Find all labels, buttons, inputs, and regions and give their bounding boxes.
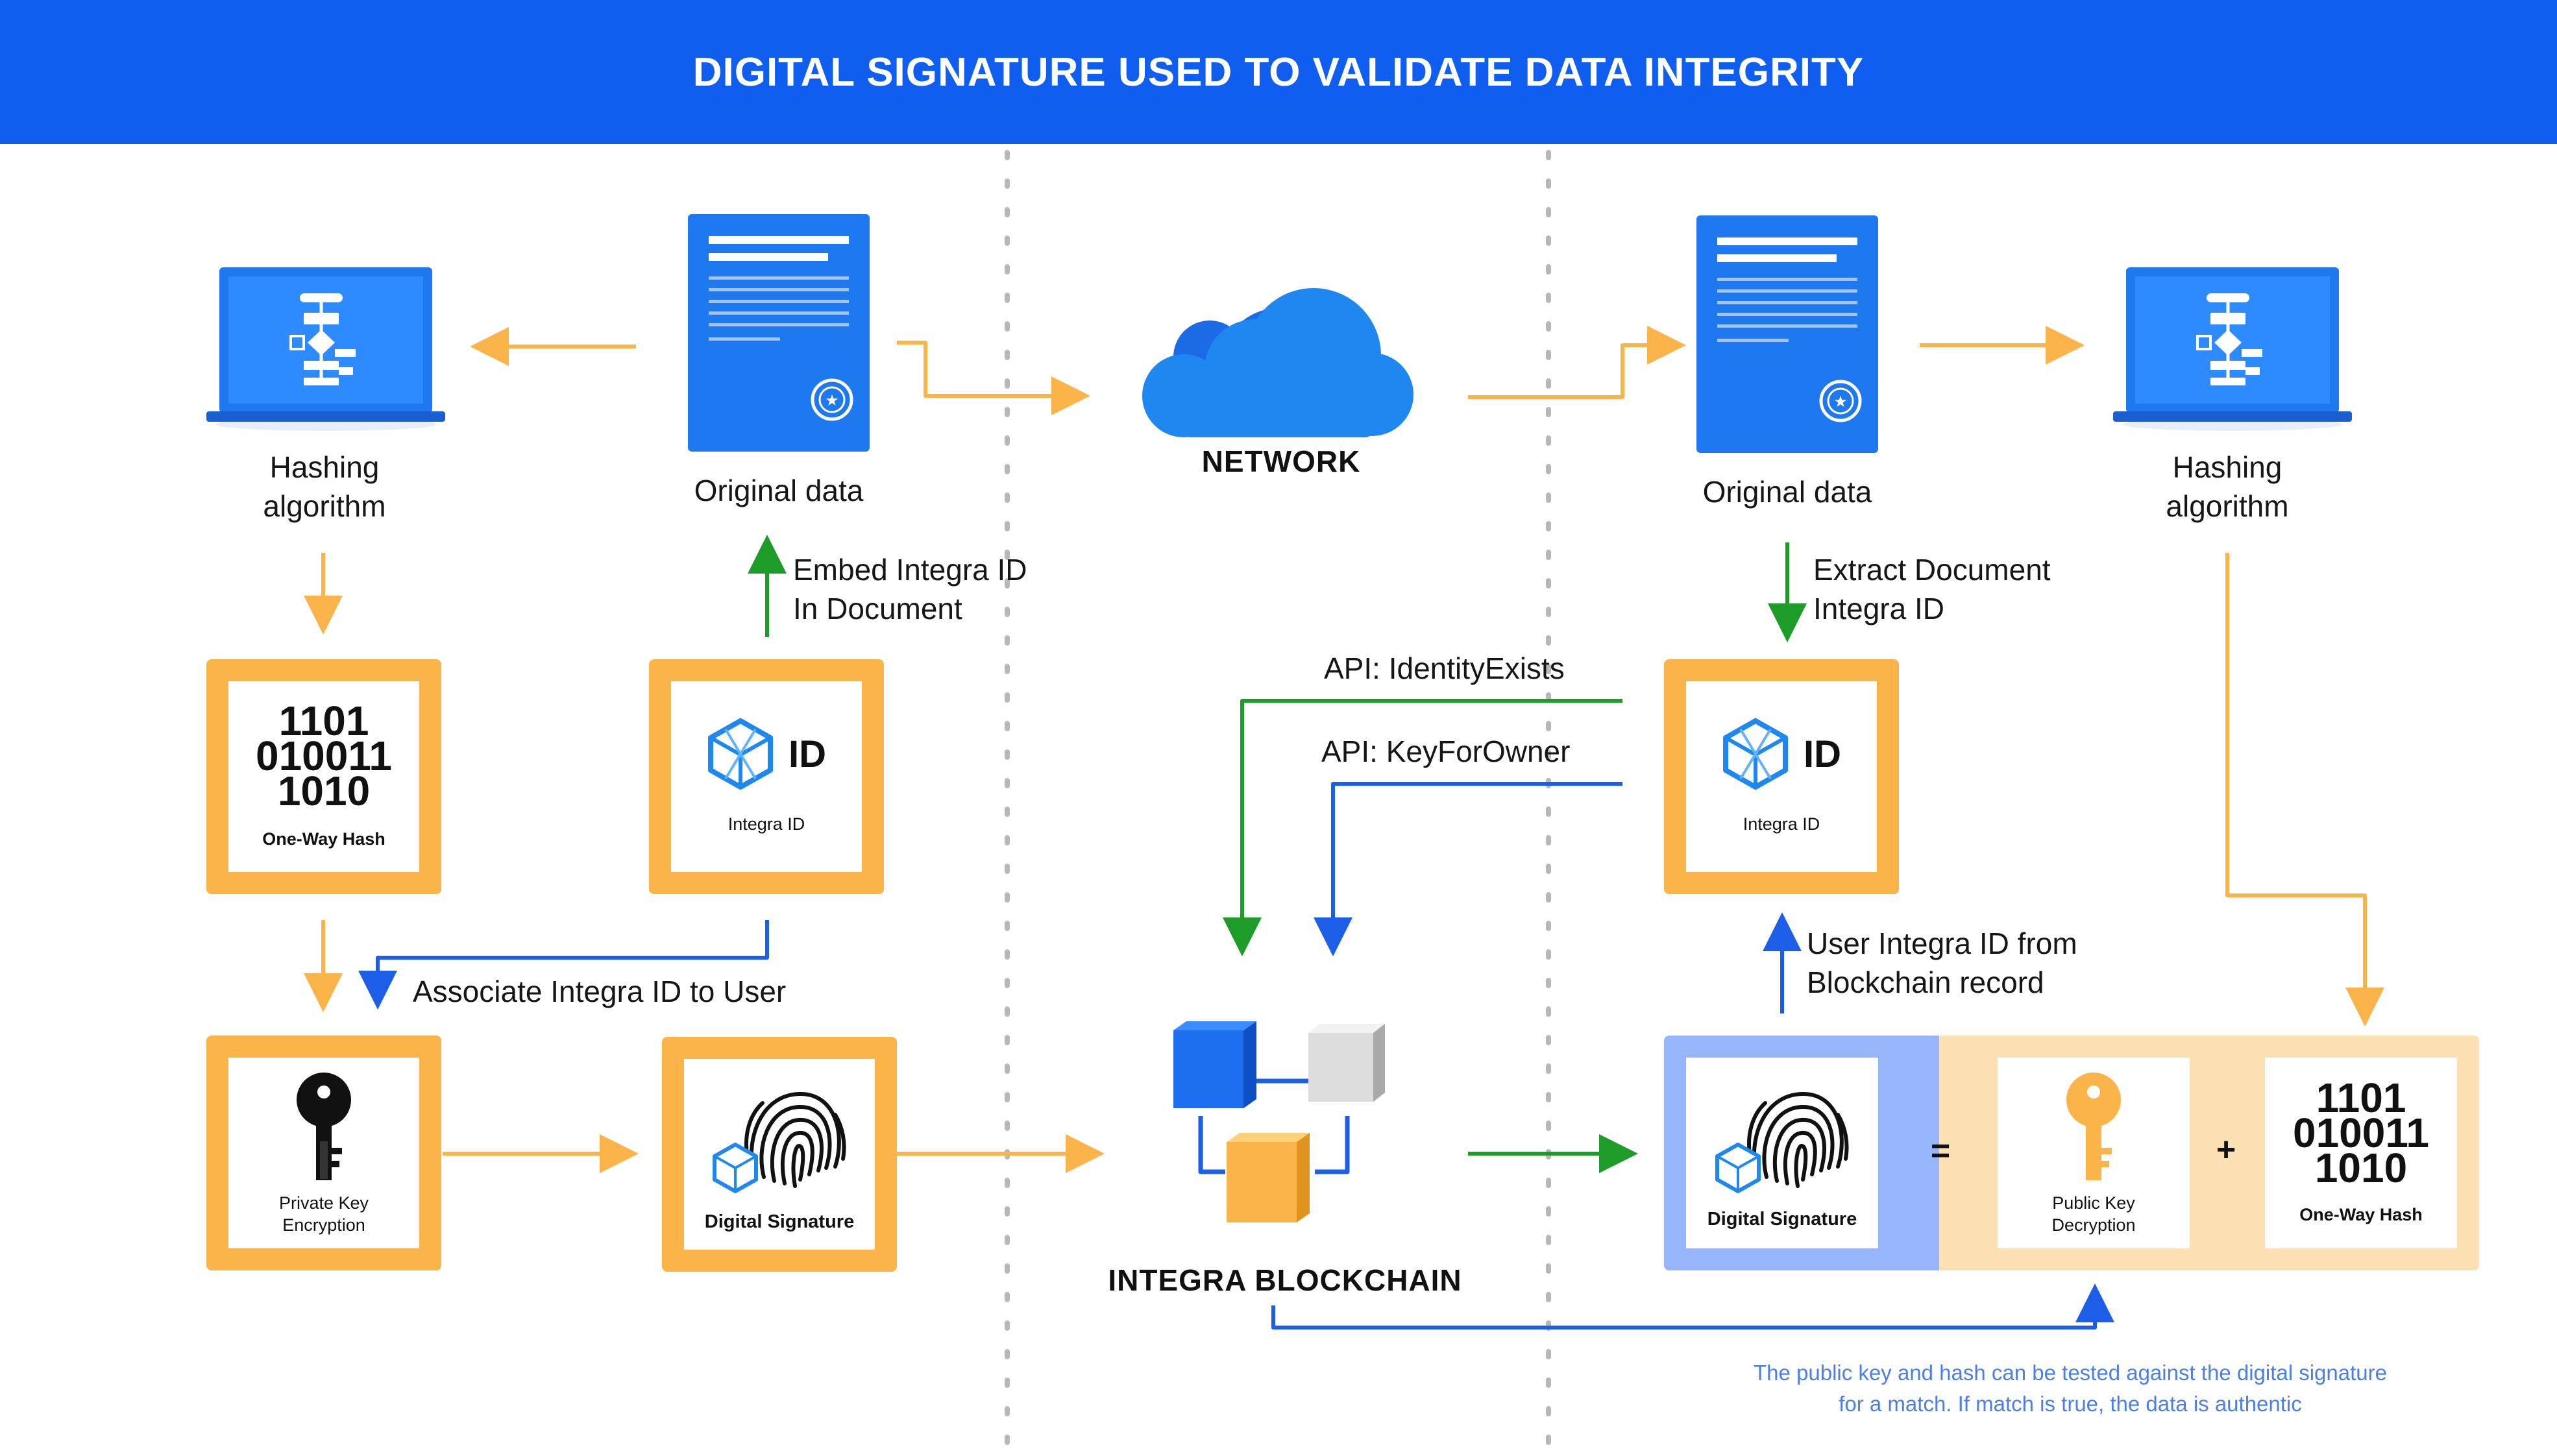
arrow-chain-to-public-key — [1271, 1283, 2114, 1329]
hashing-label-line1: Hashing — [269, 450, 380, 484]
laptop-hashing-right — [2109, 262, 2356, 431]
hashing-label-right: Hashing algorithm — [2098, 448, 2357, 526]
embed-label: Embed Integra ID In Document — [793, 550, 1092, 628]
api-key-for-owner-label: API: KeyForOwner — [1321, 734, 1571, 768]
fingerprint-icon — [713, 1091, 846, 1193]
digital-signature-inner: Digital Signature — [684, 1059, 875, 1250]
integra-id-caption: Integra ID — [1743, 814, 1820, 834]
arrow-doc-to-network — [897, 341, 1090, 415]
original-data-label-left: Original data — [694, 474, 864, 507]
digital-signature-box-right: Digital Signature — [1686, 1058, 1878, 1248]
one-way-hash-box-left: 1101 010011 1010 One-Way Hash — [206, 659, 441, 894]
integra-cube-icon — [1723, 718, 1788, 790]
document-icon: ★ — [688, 214, 870, 452]
hashing-label-line2: algorithm — [2166, 489, 2289, 523]
digital-signature-box-left: Digital Signature — [662, 1037, 897, 1272]
document-original-left: ★ — [688, 214, 870, 452]
embed-label-line1: Embed Integra ID — [793, 553, 1027, 587]
public-key-box: Public Key Decryption — [1998, 1058, 2190, 1248]
original-data-label-right: Original data — [1702, 475, 1872, 509]
hashing-label-left: Hashing algorithm — [195, 448, 454, 526]
one-way-hash-box-right: 1101 010011 1010 One-Way Hash — [2265, 1058, 2457, 1248]
id-text: ID — [789, 733, 826, 775]
blockchain-cubes-icon — [1173, 1021, 1385, 1222]
embed-label-line2: In Document — [793, 592, 962, 625]
public-key-caption-1: Public Key — [2052, 1193, 2135, 1213]
svg-text:★: ★ — [1833, 393, 1848, 411]
integra-id-inner: ID Integra ID — [671, 681, 862, 872]
network-cloud — [1138, 279, 1424, 441]
extract-label-line1: Extract Document — [1813, 553, 2051, 587]
svg-text:★: ★ — [825, 391, 839, 409]
arrow-associate — [358, 920, 769, 1010]
comparison-panel: Digital Signature = Public Key Decryptio… — [1664, 1036, 2479, 1270]
binary-line-3: 1010 — [2314, 1145, 2408, 1191]
laptop-flowchart-icon — [2113, 267, 2352, 431]
page-title: DIGITAL SIGNATURE USED TO VALIDATE DATA … — [692, 49, 1865, 95]
id-text: ID — [1804, 733, 1841, 775]
binary-line-3: 1010 — [277, 768, 371, 814]
arrow-hash-to-compare — [2225, 553, 2384, 1026]
integra-id-box-right: ID Integra ID — [1664, 659, 1899, 894]
one-way-hash-caption: One-Way Hash — [262, 829, 385, 849]
public-key-caption-2: Decryption — [2051, 1215, 2136, 1235]
extract-label-line2: Integra ID — [1813, 592, 1944, 625]
private-key-inner: Private Key Encryption — [228, 1058, 419, 1248]
private-key-caption-1: Private Key — [278, 1193, 369, 1213]
arrow-key-for-owner — [1314, 782, 1622, 956]
one-way-hash-caption: One-Way Hash — [2299, 1205, 2423, 1224]
one-way-hash-inner: 1101 010011 1010 One-Way Hash — [228, 681, 419, 872]
header-bar: DIGITAL SIGNATURE USED TO VALIDATE DATA … — [0, 0, 2557, 144]
cloud-icon — [1142, 288, 1413, 437]
associate-label: Associate Integra ID to User — [413, 975, 787, 1008]
integra-id-row: ID — [1722, 718, 1841, 790]
network-label: NETWORK — [1201, 444, 1361, 478]
digital-signature-caption: Digital Signature — [1707, 1209, 1857, 1230]
laptop-flowchart-icon — [206, 267, 445, 431]
private-key-caption-2: Encryption — [282, 1215, 365, 1235]
user-integra-id-line2: Blockchain record — [1807, 965, 2044, 999]
extract-label: Extract Document Integra ID — [1813, 550, 2151, 628]
integra-id-inner: ID Integra ID — [1686, 681, 1877, 872]
binary-line-2: 010011 — [2292, 1110, 2430, 1156]
authenticity-note-line2: for a match. If match is true, the data … — [1839, 1392, 2302, 1416]
api-identity-exists-label: API: IdentityExists — [1324, 651, 1565, 685]
fingerprint-icon — [1715, 1091, 1849, 1193]
binary-line-1: 1101 — [278, 698, 369, 744]
key-orange-icon — [2066, 1073, 2121, 1180]
plus-sign: + — [2216, 1131, 2236, 1169]
digital-signature-caption: Digital Signature — [704, 1211, 855, 1232]
integra-id-caption: Integra ID — [728, 814, 805, 834]
private-key-box: Private Key Encryption — [206, 1036, 441, 1270]
authenticity-note: The public key and hash can be tested ag… — [1661, 1357, 2479, 1420]
blockchain-graphic — [1162, 1019, 1408, 1239]
arrow-identity-exists — [1223, 699, 1622, 956]
hashing-label-line1: Hashing — [2172, 450, 2282, 484]
equals-sign: = — [1930, 1132, 1951, 1170]
authenticity-note-line1: The public key and hash can be tested ag… — [1754, 1361, 2387, 1385]
binary-line-1: 1101 — [2316, 1074, 2406, 1121]
user-integra-id-label: User Integra ID from Blockchain record — [1807, 924, 2170, 1002]
document-original-right: ★ — [1696, 215, 1878, 453]
integra-cube-icon — [708, 718, 773, 790]
user-integra-id-line1: User Integra ID from — [1807, 927, 2077, 960]
laptop-hashing-left — [202, 262, 449, 431]
binary-line-2: 010011 — [255, 733, 393, 779]
integra-id-row: ID — [707, 718, 826, 790]
hashing-label-line2: algorithm — [263, 489, 386, 523]
arrow-network-to-doc — [1468, 326, 1686, 399]
blockchain-label: INTEGRA BLOCKCHAIN — [1108, 1263, 1462, 1297]
integra-id-box-left: ID Integra ID — [649, 659, 884, 894]
document-icon: ★ — [1696, 215, 1878, 453]
key-black-icon — [297, 1073, 351, 1180]
